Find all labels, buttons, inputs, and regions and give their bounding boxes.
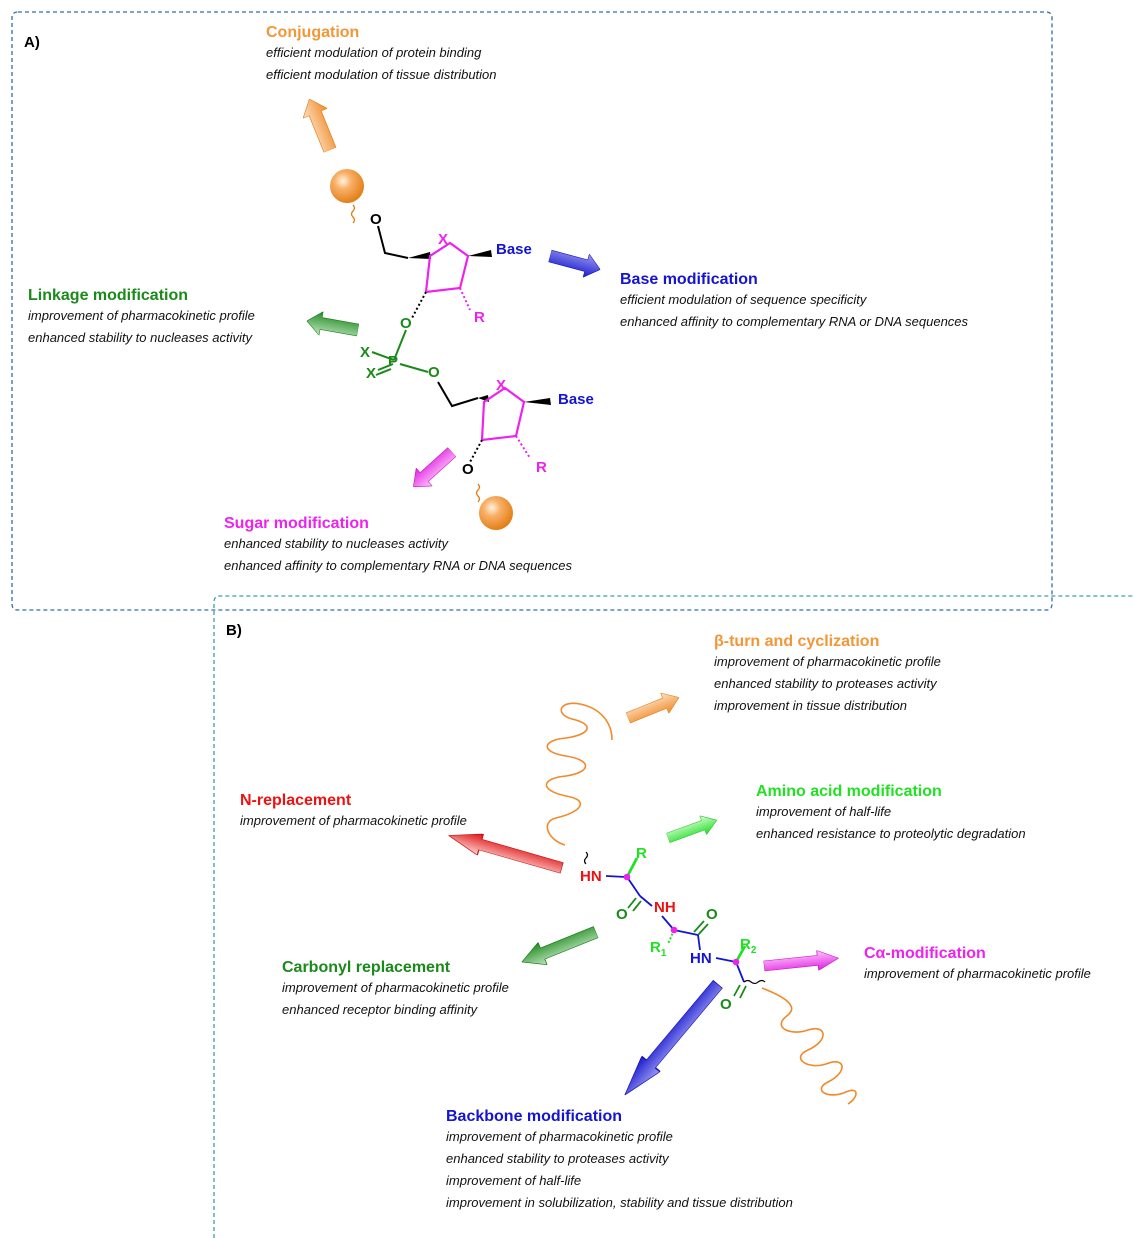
base-modification-title: Base modification [620,271,758,288]
atom-r-1: R [474,309,485,326]
conjugation-line-1: efficient modulation of protein binding [266,45,482,60]
conjugate-ball-top [330,169,364,203]
conjugation-title: Conjugation [266,24,360,41]
atom-x-ring2: X [496,377,507,394]
linkage-modification-line-1: improvement of pharmacokinetic profile [28,308,255,323]
atom-x-2: X [366,365,377,382]
amino-acid-line-2: enhanced resistance to proteolytic degra… [756,826,1026,841]
conjugation-block: Conjugation efficient modulation of prot… [266,24,497,86]
c-alpha-block: Cα-modification improvement of pharmacok… [864,945,1091,985]
sugar-modification-line-2: enhanced affinity to complementary RNA o… [224,558,573,573]
c-alpha-title: Cα-modification [864,945,986,962]
conjugation-arrow [297,94,343,155]
beta-turn-line-1: improvement of pharmacokinetic profile [714,654,941,669]
atom-hn-2: HN [690,950,712,967]
amino-acid-block: Amino acid modification improvement of h… [756,783,1026,845]
panel-b-label: B) [226,622,242,639]
atom-base-2: Base [558,391,594,408]
carbonyl-replacement-block: Carbonyl replacement improvement of phar… [282,959,509,1021]
conjugation-desc: efficient modulation of protein binding … [266,42,497,86]
base-modification-block: Base modification efficient modulation o… [620,271,968,333]
helix-top [545,702,613,846]
base-modification-line-2: enhanced affinity to complementary RNA o… [620,314,969,329]
atom-base-1: Base [496,241,532,258]
beta-turn-title: β-turn and cyclization [714,633,880,650]
amino-acid-desc: improvement of half-life enhanced resist… [756,801,1026,845]
carbonyl-replacement-line-1: improvement of pharmacokinetic profile [282,980,509,995]
sugar-ring-1 [424,241,470,294]
atom-hn-1: HN [580,868,602,885]
n-replacement-line-1: improvement of pharmacokinetic profile [240,813,467,828]
amino-acid-modification-arrow [664,810,721,848]
atom-o-link-2: O [428,364,440,381]
atom-o-1: O [616,906,628,923]
atom-o-2: O [706,906,718,923]
atom-o-bottom: O [462,461,474,478]
beta-turn-block: β-turn and cyclization improvement of ph… [714,633,941,717]
atom-r-2: R [536,459,547,476]
n-replacement-title: N-replacement [240,792,352,809]
amino-acid-title: Amino acid modification [756,783,942,800]
atom-nh: NH [654,899,676,916]
c-alpha-line-1: improvement of pharmacokinetic profile [864,966,1091,981]
atom-o-3: O [720,996,732,1013]
n-replacement-desc: improvement of pharmacokinetic profile [240,810,467,832]
n-replacement-block: N-replacement improvement of pharmacokin… [240,792,467,832]
atom-x-ring1: X [438,231,449,248]
linkage-modification-desc: improvement of pharmacokinetic profile e… [28,305,255,349]
beta-turn-line-2: enhanced stability to proteases activity [714,676,937,691]
sugar-modification-arrow [405,443,461,496]
linkage-modification-block: Linkage modification improvement of phar… [28,287,255,349]
sugar-ring-2 [480,386,526,442]
backbone-block: Backbone modification improvement of pha… [446,1108,793,1214]
backbone-line-2: enhanced stability to proteases activity [446,1151,669,1166]
linkage-modification-arrow [304,309,361,342]
linkage-modification-title: Linkage modification [28,287,189,304]
carbonyl-replacement-line-2: enhanced receptor binding affinity [282,1002,478,1017]
amino-acid-line-1: improvement of half-life [756,804,892,819]
backbone-title: Backbone modification [446,1108,623,1125]
panel-b-border [213,595,1134,1238]
base-modification-arrow [546,244,604,282]
atom-r2: R2 [740,936,757,956]
linkage-modification-line-2: enhanced stability to nucleases activity [28,330,253,345]
atom-p: P [388,353,399,370]
c-alpha-modification-arrow [762,948,840,976]
sugar-modification-desc: enhanced stability to nucleases activity… [224,533,572,577]
n-replacement-arrow [445,824,566,879]
panel-a-label: A) [24,34,40,51]
backbone-line-1: improvement of pharmacokinetic profile [446,1129,673,1144]
beta-turn-desc: improvement of pharmacokinetic profile e… [714,651,941,717]
backbone-modification-arrow [615,976,728,1103]
sugar-modification-title: Sugar modification [224,515,369,532]
panel-a-border [11,11,1053,611]
carbonyl-replacement-desc: improvement of pharmacokinetic profile e… [282,977,509,1021]
sugar-modification-line-1: enhanced stability to nucleases activity [224,536,449,551]
backbone-desc: improvement of pharmacokinetic profile e… [446,1126,793,1214]
beta-turn-line-3: improvement in tissue distribution [714,698,907,713]
carbonyl-replacement-arrow [517,920,601,974]
carbonyl-replacement-title: Carbonyl replacement [282,959,451,976]
backbone-line-3: improvement of half-life [446,1173,582,1188]
atom-x-1: X [360,344,371,361]
base-modification-desc: efficient modulation of sequence specifi… [620,289,968,333]
c-alpha-desc: improvement of pharmacokinetic profile [864,963,1091,985]
beta-turn-arrow [623,687,684,729]
conjugate-ball-bottom [479,496,513,530]
base-modification-line-1: efficient modulation of sequence specifi… [620,292,867,307]
conjugation-line-2: efficient modulation of tissue distribut… [266,67,497,82]
atom-o-link-1: O [400,315,412,332]
atom-r1: R1 [650,939,667,959]
atom-r: R [636,845,647,862]
atom-o-top: O [370,211,382,228]
sugar-modification-block: Sugar modification enhanced stability to… [224,515,572,577]
helix-bottom [761,987,857,1105]
backbone-line-4: improvement in solubilization, stability… [446,1195,793,1210]
